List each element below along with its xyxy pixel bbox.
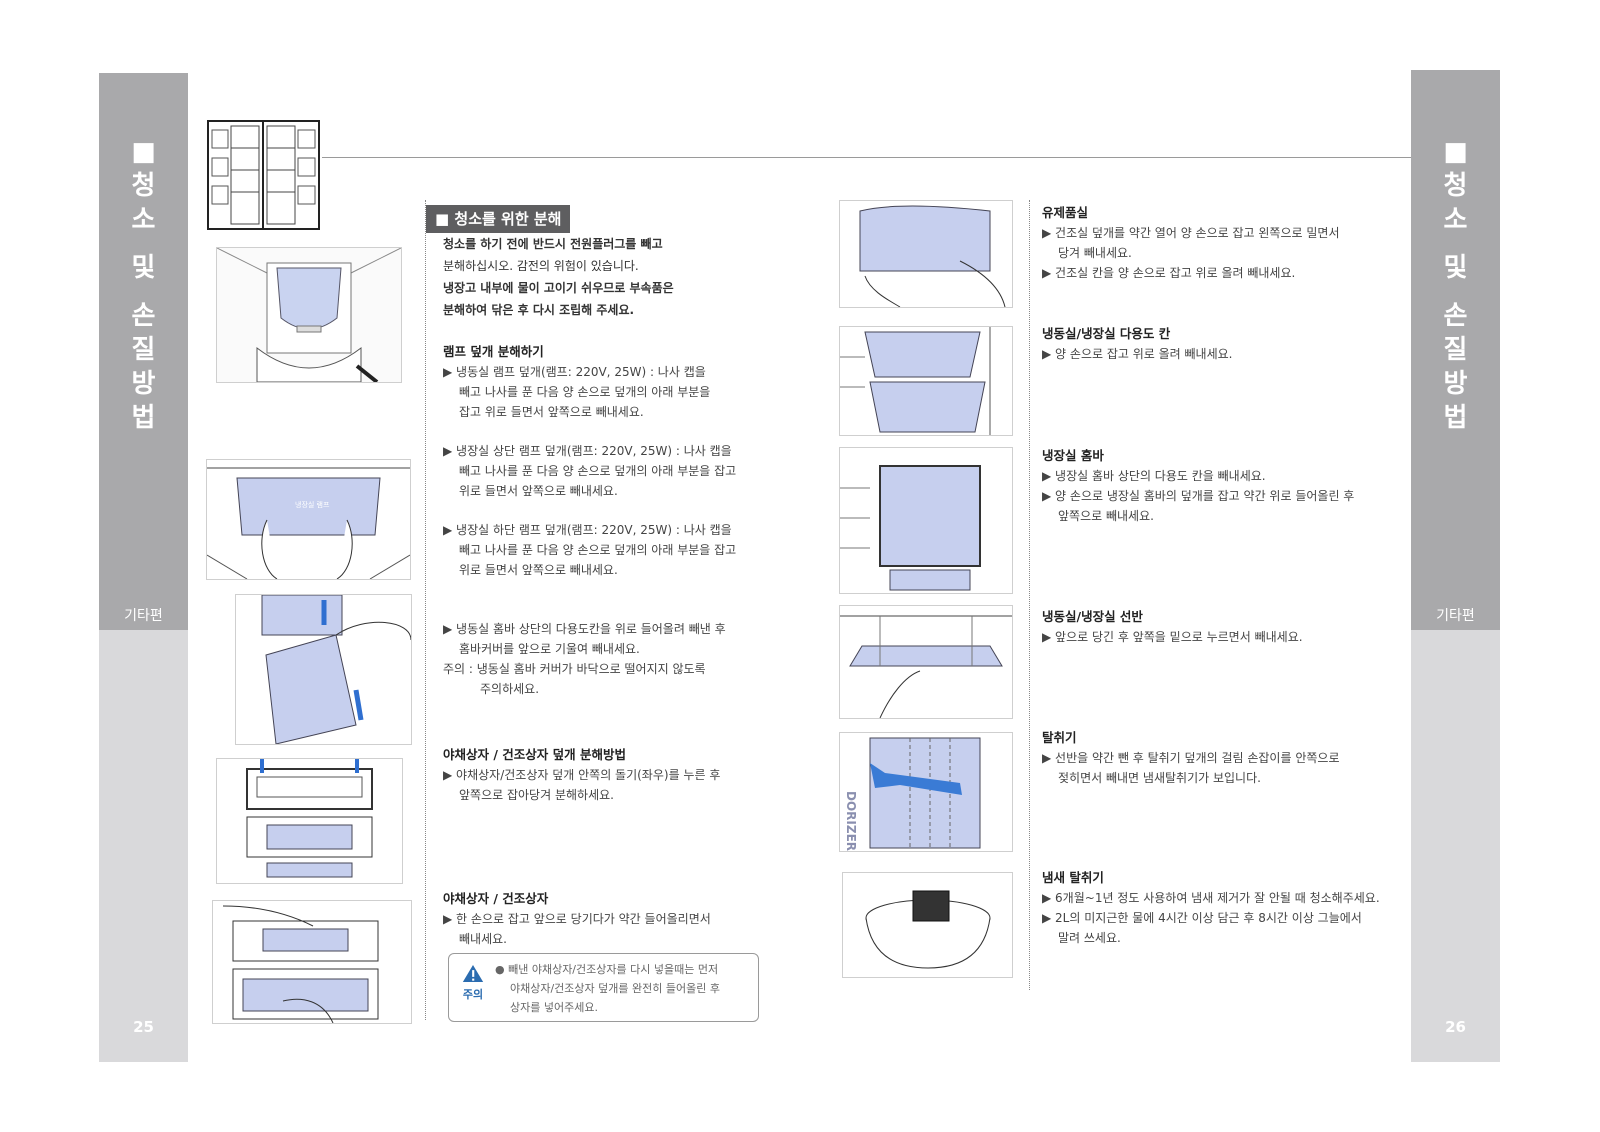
deodorizer-section: 탈취기 ▶ 선반을 약간 뺀 후 탈취기 덮개의 걸림 손잡이를 안쪽으로 젖히…	[1042, 728, 1412, 788]
column-divider-left	[425, 200, 426, 1020]
shelf-title: 냉동실/냉장실 선반	[1042, 609, 1143, 624]
caution-text: ● 빼낸 야채상자/건조상자를 다시 넣을때는 먼저 야채상자/건조상자 덮개를…	[495, 963, 720, 1014]
column-divider-right	[1029, 200, 1030, 990]
dairy-compartment-illustration	[839, 200, 1013, 308]
odor-remover-title: 냄새 탈취기	[1042, 870, 1104, 885]
vegetable-box-section: 야채상자 / 건조상자 ▶ 한 손으로 잡고 앞으로 당기다가 약간 들어올리면…	[443, 889, 778, 949]
vegetable-cover-illustration	[216, 758, 403, 884]
lamp-item-freezer: ▶ 냉동실 램프 덮개(램프: 220V, 25W) : 나사 캡을 빼고 나사…	[443, 365, 711, 419]
homebar-section: ▶ 냉동실 홈바 상단의 다용도칸을 위로 들어올려 빼낸 후 홈바커버를 앞으…	[443, 622, 726, 696]
lamp-item-fridge-upper: ▶ 냉장실 상단 램프 덮개(램프: 220V, 25W) : 나사 캡을 빼고…	[443, 444, 737, 498]
caution-label: 주의	[462, 988, 484, 1001]
lamp-cover-label: 냉장실 램프	[295, 501, 330, 509]
lamp-item-fridge-lower: ▶ 냉장실 하단 램프 덮개(램프: 220V, 25W) : 나사 캡을 빼고…	[443, 523, 737, 577]
vegetable-cover-section: 야채상자 / 건조상자 덮개 분해방법 ▶ 야채상자/건조상자 덮개 안쪽의 돌…	[443, 745, 778, 805]
left-side-tab-bottom	[99, 630, 188, 1062]
odor-remover-illustration	[842, 872, 1013, 978]
vegetable-cover-title: 야채상자 / 건조상자 덮개 분해방법	[443, 747, 626, 762]
door-bin-section: 냉동실/냉장실 다용도 칸 ▶ 양 손으로 잡고 위로 올려 빼내세요.	[1042, 324, 1412, 364]
fridge-upper-lamp-illustration: 냉장실 램프	[206, 459, 411, 580]
intro-text: 청소를 하기 전에 반드시 전원플러그를 빼고 분해하십시오. 감전의 위험이 …	[443, 237, 674, 317]
right-section-title: ■ 청 소 및 손 질 방 법	[1443, 137, 1468, 433]
lamp-cover-title: 램프 덮개 분해하기	[443, 344, 544, 359]
dairy-section: 유제품실 ▶ 건조실 덮개를 약간 열어 양 손으로 잡고 왼쪽으로 밀면서 당…	[1042, 203, 1412, 283]
deodorizer-label: DORIZER	[844, 791, 858, 852]
fridge-homebar-section: 냉장실 홈바 ▶ 냉장실 홈바 상단의 다용도 칸을 빼내세요. ▶ 양 손으로…	[1042, 446, 1412, 526]
homebar-cover-illustration	[235, 594, 412, 745]
deodorizer-title: 탈취기	[1042, 730, 1077, 745]
deodorizer-illustration: DORIZER	[839, 732, 1013, 852]
caution-box: 주의 ● 빼낸 야채상자/건조상자를 다시 넣을때는 먼저 야채상자/건조상자 …	[448, 953, 759, 1022]
shelf-section: 냉동실/냉장실 선반 ▶ 앞으로 당긴 후 앞쪽을 밑으로 누르면서 빼내세요.	[1042, 607, 1412, 647]
vegetable-box-title: 야채상자 / 건조상자	[443, 891, 549, 906]
vegetable-box-illustration	[212, 900, 412, 1024]
door-bin-illustration	[839, 326, 1013, 436]
lamp-cover-section: 램프 덮개 분해하기 ▶ 냉동실 램프 덮개(램프: 220V, 25W) : …	[443, 342, 778, 422]
right-section-label: 기타편	[1436, 608, 1475, 624]
fridge-homebar-title: 냉장실 홈바	[1042, 448, 1104, 463]
odor-remover-section: 냄새 탈취기 ▶ 6개월~1년 정도 사용하여 냄새 제거가 잘 안될 때 청소…	[1042, 868, 1412, 948]
left-section-label: 기타편	[124, 608, 163, 624]
section-heading: ■ 청소를 위한 분해	[426, 205, 571, 233]
right-page-number: 26	[1445, 1018, 1466, 1036]
right-side-tab-top	[1411, 70, 1500, 685]
left-side-tab-top	[99, 73, 188, 685]
right-side-tab-bottom	[1411, 630, 1500, 1062]
warning-icon	[460, 964, 486, 987]
refrigerator-icon	[205, 118, 322, 234]
left-section-title: ■ 청 소 및 손 질 방 법	[131, 137, 156, 433]
door-bin-title: 냉동실/냉장실 다용도 칸	[1042, 326, 1171, 341]
header-rule	[322, 157, 1411, 158]
left-page-number: 25	[133, 1018, 154, 1036]
freezer-lamp-cover-illustration	[216, 247, 402, 383]
fridge-homebar-illustration	[839, 447, 1013, 594]
shelf-illustration	[839, 605, 1013, 719]
dairy-title: 유제품실	[1042, 205, 1089, 220]
